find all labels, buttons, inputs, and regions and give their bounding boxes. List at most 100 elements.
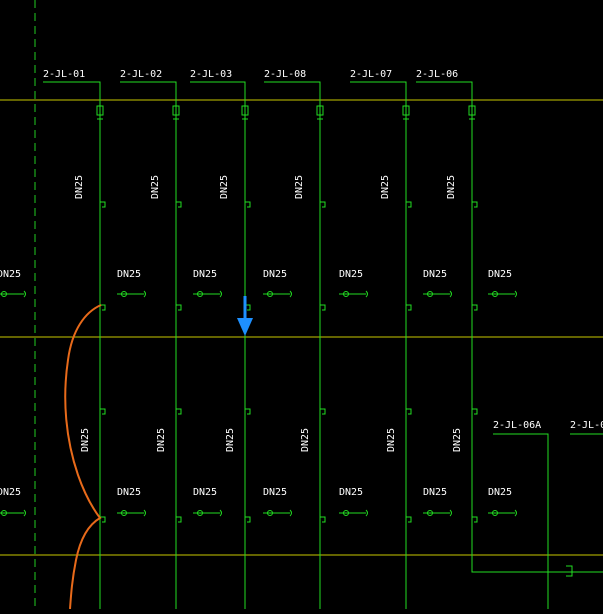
- cursor-arrow-icon: [237, 296, 253, 336]
- floor-lines: [0, 99, 603, 556]
- riser-size-label: DN25: [386, 428, 397, 452]
- riser-size-labels: DN25DN25DN25DN25DN25DN25DN25DN25DN25DN25…: [74, 175, 463, 452]
- valve-icon: [241, 105, 249, 116]
- outlet-icon: [197, 510, 203, 516]
- outlet-icon: [267, 291, 273, 297]
- branch-end-cap: [289, 290, 292, 298]
- outlet-icon: [121, 510, 127, 516]
- outlet-icon: [1, 510, 7, 516]
- pipe-tag-2-jl-07[interactable]: 2-JL-07: [350, 69, 407, 100]
- branch-size-label: DN25: [117, 487, 141, 498]
- pipe-tag-label: 2-JL-06A: [493, 420, 541, 431]
- pipe-tag-2-jl-02[interactable]: 2-JL-02: [120, 69, 177, 100]
- pipe-fitting: [406, 516, 412, 523]
- pipe-fitting: [100, 201, 106, 208]
- pipe-tag-2-jl-03[interactable]: 2-JL-03: [190, 69, 246, 100]
- valve-icon: [316, 105, 324, 116]
- riser-size-label: DN25: [300, 428, 311, 452]
- pipe-fitting: [406, 201, 412, 208]
- riser-size-label: DN25: [150, 175, 161, 199]
- branch-size-label: DN25: [193, 487, 217, 498]
- outlet-icon: [492, 291, 498, 297]
- branch-end-cap: [365, 290, 368, 298]
- outlet-icon: [197, 291, 203, 297]
- pipe-fitting: [406, 408, 412, 415]
- pipe-tag-label: 2-JL-02: [120, 69, 162, 80]
- riser-size-label: DN25: [294, 175, 305, 199]
- riser-size-label: DN25: [225, 428, 236, 452]
- pipe-tag-label: 2-JL-06: [416, 69, 458, 80]
- branch-size-label: DN25: [0, 487, 21, 498]
- pipe-fitting: [245, 516, 251, 523]
- branch-end-cap: [143, 509, 146, 517]
- outlet-icon: [267, 510, 273, 516]
- pipe-fitting: [100, 304, 106, 311]
- pipe-fitting: [245, 201, 251, 208]
- outlet-icon: [121, 291, 127, 297]
- branch-end-cap: [514, 290, 517, 298]
- branch-size-label: DN25: [423, 269, 447, 280]
- branch-size-label: DN25: [0, 269, 21, 280]
- pipe-fitting: [472, 201, 478, 208]
- pipe-tag-2-jl-0-partial[interactable]: 2-JL-0: [570, 420, 603, 435]
- branch-end-cap: [449, 290, 452, 298]
- riser-size-label: DN25: [380, 175, 391, 199]
- pipe-fitting: [406, 304, 412, 311]
- pipe-fitting: [320, 408, 326, 415]
- outlet-icon: [427, 510, 433, 516]
- pipe-fitting: [320, 516, 326, 523]
- branch-size-label: DN25: [339, 487, 363, 498]
- pipe-tag-label: 2-JL-03: [190, 69, 232, 80]
- pipe-fitting: [472, 304, 478, 311]
- outlet-icon: [343, 510, 349, 516]
- pipe-fitting: [320, 201, 326, 208]
- pipe-tag-label: 2-JL-0: [570, 420, 603, 431]
- riser-size-label: DN25: [74, 175, 85, 199]
- branch-size-label: DN25: [117, 269, 141, 280]
- branch-end-cap: [365, 509, 368, 517]
- pipe-fitting: [176, 516, 182, 523]
- outlet-icon: [492, 510, 498, 516]
- pipe-tag-2-jl-08[interactable]: 2-JL-08: [264, 69, 321, 100]
- pipe-tag-label: 2-JL-01: [43, 69, 85, 80]
- pipe-tag-2-jl-06[interactable]: 2-JL-06: [416, 69, 473, 100]
- pipe-tag-2-jl-01[interactable]: 2-JL-01: [43, 69, 101, 100]
- outlet-icon: [343, 291, 349, 297]
- branch-size-label: DN25: [263, 269, 287, 280]
- branch-end-cap: [449, 509, 452, 517]
- branch-size-label: DN25: [488, 269, 512, 280]
- valve-icon: [172, 105, 180, 116]
- pipe-fitting: [100, 408, 106, 415]
- branch-end-cap: [219, 290, 222, 298]
- pipe-fitting: [472, 516, 478, 523]
- pipe-tag-label: 2-JL-08: [264, 69, 306, 80]
- markup-annotation-stroke: [64, 304, 102, 610]
- branch-end-cap: [23, 509, 26, 517]
- pipe-fitting: [176, 201, 182, 208]
- branch-size-label: DN25: [488, 487, 512, 498]
- pipe-tag-2-jl-06a[interactable]: 2-JL-06A: [493, 420, 549, 609]
- pipe-tags-top: 2-JL-01 2-JL-02 2-JL-03 2-JL-08 2-JL-07 …: [43, 69, 473, 100]
- pipe-fitting: [245, 408, 251, 415]
- pipe-fitting: [100, 516, 106, 523]
- riser-size-label: DN25: [446, 175, 457, 199]
- branch-size-label: DN25: [423, 487, 447, 498]
- pipe-fitting: [176, 408, 182, 415]
- branch-end-cap: [23, 290, 26, 298]
- trap-symbol: [566, 565, 573, 577]
- outlet-icon: [427, 291, 433, 297]
- riser-size-label: DN25: [80, 428, 91, 452]
- pipe-fitting: [320, 304, 326, 311]
- outlet-icon: [1, 291, 7, 297]
- branch-size-label: DN25: [339, 269, 363, 280]
- riser-size-label: DN25: [452, 428, 463, 452]
- riser-size-label: DN25: [219, 175, 230, 199]
- branch-end-cap: [219, 509, 222, 517]
- branch-end-cap: [143, 290, 146, 298]
- pipe-fitting: [176, 304, 182, 311]
- riser-size-label: DN25: [156, 428, 167, 452]
- valve-icon: [468, 105, 476, 116]
